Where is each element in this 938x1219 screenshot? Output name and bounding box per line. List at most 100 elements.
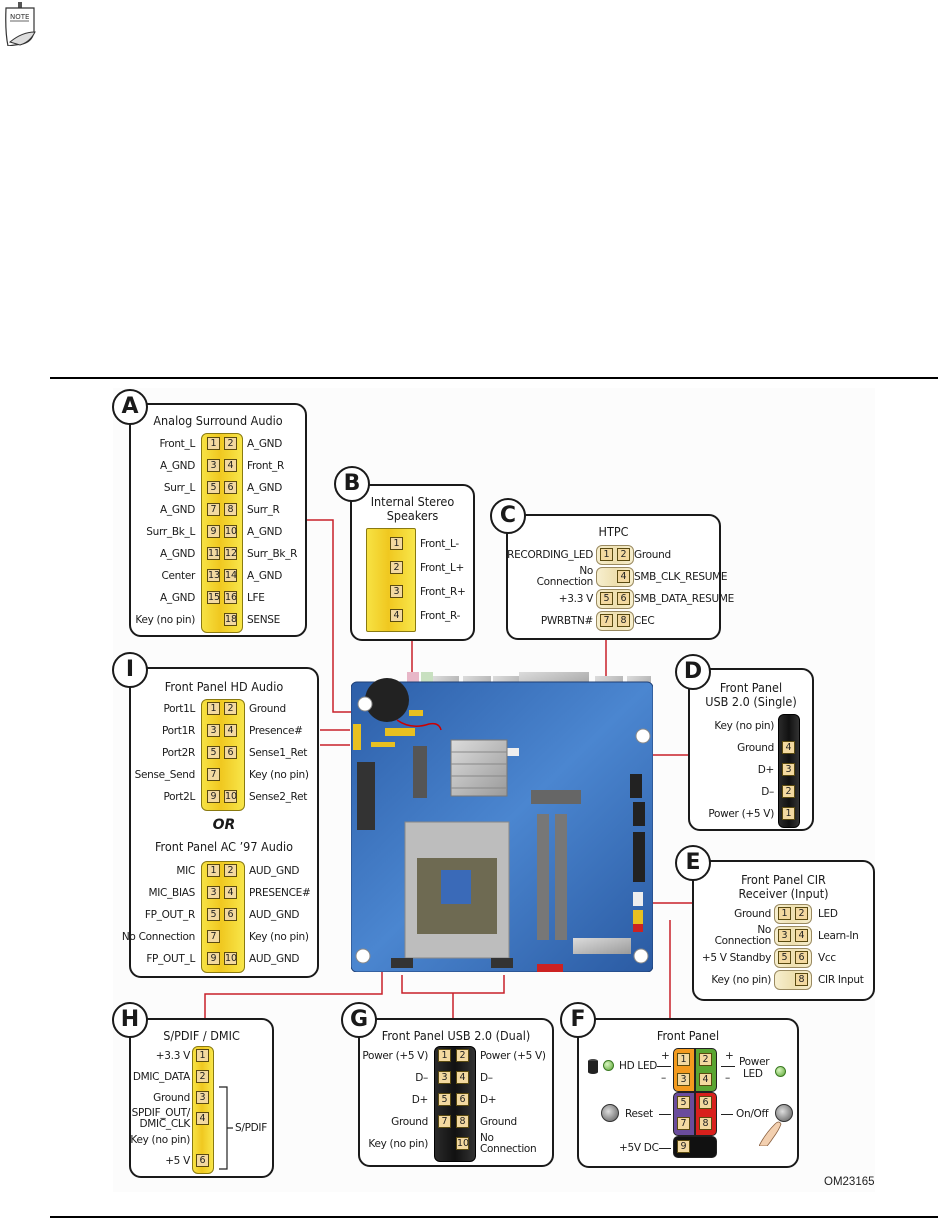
pin: 4 [224, 886, 237, 899]
pin-label-right: A_GND [247, 570, 283, 582]
pin-1: 1 [677, 1053, 690, 1066]
connector-e-title-1: Front Panel CIR [741, 872, 826, 887]
connector-a-title: Analog Surround Audio [153, 413, 283, 428]
figure-id: OM23165 [824, 1176, 875, 1188]
pin-label-right: AUD_GND [249, 865, 300, 877]
pin-label-left: Surr_Bk_L [146, 526, 195, 538]
connector-b-badge: B [334, 466, 370, 502]
pin-9: 9 [677, 1140, 690, 1153]
pin: 1 [207, 702, 220, 715]
pin-label-left: A_GND [159, 592, 195, 604]
pin: 1 [207, 437, 220, 450]
pin-label-right: SMB_CLK_RESUME [634, 571, 728, 583]
pin-label-left: D– [761, 786, 774, 798]
pin-label-right: Front_R- [420, 610, 461, 622]
pin-label-left: Port2L [163, 791, 195, 803]
pin: 6 [224, 746, 237, 759]
pin: 3 [207, 724, 220, 737]
reset-label: Reset [625, 1108, 653, 1120]
pin: 8 [617, 614, 630, 627]
pin: 5 [207, 481, 220, 494]
pin-label-left: FP_OUT_L [146, 953, 195, 965]
pin: 3 [438, 1071, 451, 1084]
pin: 13 [207, 569, 221, 582]
pin: 4 [196, 1112, 209, 1125]
pin: 5 [600, 592, 613, 605]
pin: 6 [196, 1154, 209, 1167]
pin: 8 [795, 973, 808, 986]
power-button-icon [775, 1104, 793, 1122]
pin-label-right: Front_R+ [420, 586, 466, 598]
top-rule [50, 377, 938, 379]
power-led-label-2: LED [743, 1068, 763, 1080]
pin: 4 [390, 609, 403, 622]
pin-label-right: Ground [634, 549, 671, 561]
pin: 16 [224, 591, 238, 604]
pin-label-right: Front_R [247, 460, 285, 472]
pin-label-right: LFE [247, 592, 265, 604]
pin: 5 [207, 908, 220, 921]
pin-label-right: Power (+5 V) [480, 1050, 546, 1062]
pin-label-left: PWRBTN# [540, 615, 593, 627]
connector-f-badge: F [560, 1002, 596, 1038]
pin-label-left: Port1R [162, 725, 195, 737]
pin: 2 [795, 907, 808, 920]
pin: 8 [224, 503, 237, 516]
pin: 2 [224, 702, 237, 715]
pin: 6 [224, 481, 237, 494]
connector-d-title-1: Front Panel [719, 680, 783, 695]
pin-label-right: Vcc [818, 952, 836, 964]
pin: 7 [600, 614, 613, 627]
pin: 12 [224, 547, 238, 560]
connector-i-panel: Front Panel HD Audio OR Front Panel AC ’… [122, 667, 319, 978]
pin-label-left: A_GND [159, 548, 195, 560]
pin-label-left-2: DMIC_CLK [139, 1118, 191, 1130]
pin: 5 [438, 1093, 451, 1106]
hard-drive-icon [588, 1059, 598, 1074]
pin-label-left: Key (no pin) [711, 974, 771, 986]
connector-i-badge: I [112, 652, 148, 688]
pin: 18 [224, 613, 238, 626]
pin: 10 [224, 525, 238, 538]
pin: 4 [782, 741, 795, 754]
pin-label-left: Key (no pin) [368, 1138, 428, 1150]
pin-label-left: FP_OUT_R [144, 909, 195, 921]
pin: 5 [778, 951, 791, 964]
pin: 6 [795, 951, 808, 964]
pin-label-left: D+ [757, 764, 775, 776]
pin-label-left: MIC_BIAS [148, 887, 196, 899]
pin-label-left-1: SPDIF_OUT/ [131, 1107, 191, 1119]
connector-i-title: Front Panel HD Audio [164, 679, 284, 694]
hd-led-plus: + [661, 1050, 670, 1062]
motherboard-image [351, 672, 653, 972]
pin: 7 [438, 1115, 451, 1128]
pin-label-left: Port1L [163, 703, 195, 715]
connector-b-title-2: Speakers [386, 508, 439, 523]
pin-5: 5 [677, 1096, 690, 1109]
pin-label-right: A_GND [247, 482, 283, 494]
connector-i-title-2: Front Panel AC ’97 Audio [154, 839, 294, 854]
pin-label-right: Front_L- [420, 538, 459, 550]
pin-2: 2 [699, 1053, 712, 1066]
on-off-line [721, 1114, 733, 1115]
pin: 4 [617, 570, 630, 583]
pin-label-right: Front_L+ [420, 562, 465, 574]
pin-label-left: Ground [391, 1116, 428, 1128]
connector-g-title: Front Panel USB 2.0 (Dual) [381, 1028, 531, 1043]
pin-label-left: Surr_L [163, 482, 195, 494]
pin: 7 [207, 930, 220, 943]
pin-8: 8 [699, 1117, 712, 1130]
pin-label-left-2: Connection [714, 935, 772, 947]
hd-led-light-icon [603, 1060, 614, 1071]
pin: 4 [456, 1071, 469, 1084]
pin-label-right-2: Connection [480, 1143, 537, 1155]
pin-label-left: Power (+5 V) [708, 808, 774, 820]
on-off-label: On/Off [736, 1108, 769, 1120]
pin-label-left: RECORDING_LED [507, 549, 593, 561]
pin: 1 [782, 807, 795, 820]
connector-g-panel: Front Panel USB 2.0 (Dual) Power (+5 V)1… [358, 1018, 554, 1167]
pin: 1 [778, 907, 791, 920]
pin-label-left: Sense_Send [134, 769, 196, 781]
